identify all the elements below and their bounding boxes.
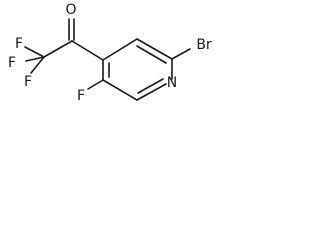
bond-cf3-f-top [24, 46, 45, 58]
fluorine-left-label: F [8, 55, 16, 71]
oxygen-label: O [65, 2, 76, 18]
fluorine-top-label: F [15, 36, 23, 52]
fluorine-bottom-label: F [24, 74, 32, 90]
bond-c3-c2-inner [136, 45, 167, 64]
bond-c2-br [171, 48, 191, 60]
bond-cf3-f-left [25, 56, 45, 62]
bond-n1-c6-inner [137, 78, 164, 94]
bond-c5-f [87, 79, 104, 90]
nitrogen-label: N [167, 75, 177, 91]
bonds [24, 18, 191, 101]
bond-c4-c3 [102, 38, 138, 61]
bond-n1-c6 [136, 83, 167, 101]
bond-cf3-f-bottom [30, 56, 45, 74]
fluorine-ring-label: F [77, 88, 85, 104]
bond-c3-c2 [136, 38, 173, 60]
bond-c-cf3 [43, 40, 73, 58]
chemical-structure: O F F F Br N F [8, 2, 212, 104]
bond-c6-c5 [102, 79, 138, 101]
atom-labels: O F F F Br N F [8, 2, 212, 104]
bond-c-ring [71, 40, 104, 61]
bromine-label: Br [196, 37, 212, 53]
